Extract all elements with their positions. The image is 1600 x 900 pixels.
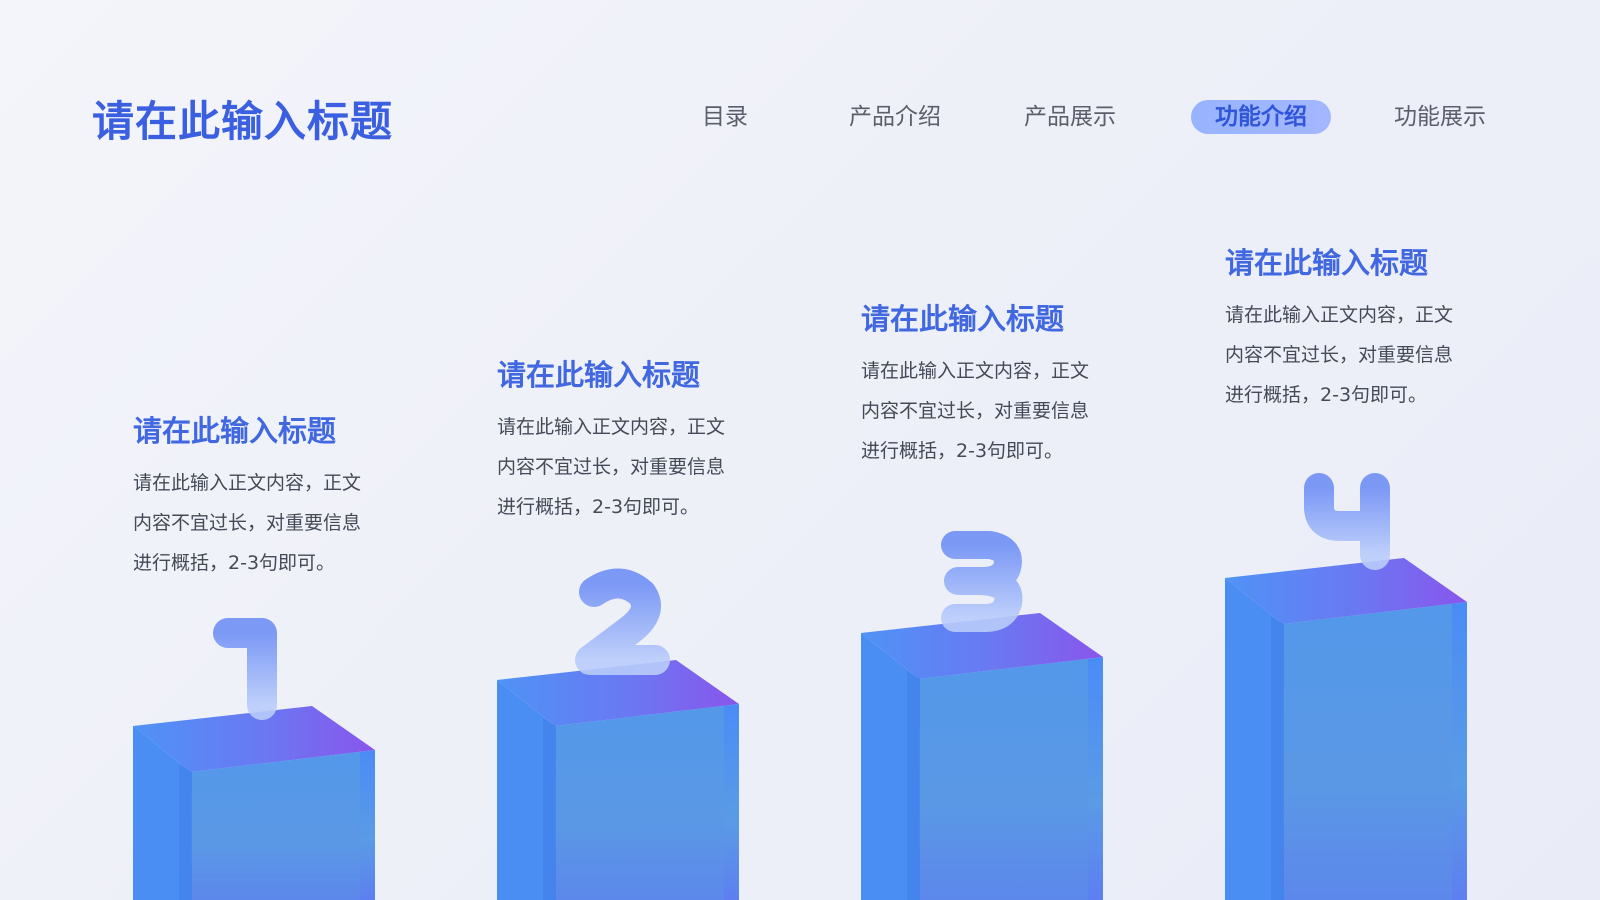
step-3-line-1: 请在此输入正文内容，正文 — [861, 360, 1090, 382]
step-1-line-1: 请在此输入正文内容，正文 — [133, 472, 362, 494]
pillar-2 — [497, 568, 739, 900]
step-1-body: 请在此输入正文内容，正文 内容不宜过长，对重要信息 进行概括，2-3句即可。 — [133, 463, 383, 583]
nav-item-product-show[interactable]: 产品展示 — [1024, 104, 1116, 130]
step-2-body: 请在此输入正文内容，正文 内容不宜过长，对重要信息 进行概括，2-3句即可。 — [497, 407, 747, 527]
step-2-line-3: 进行概括，2-3句即可。 — [497, 496, 700, 518]
nav-item-feature-show[interactable]: 功能展示 — [1394, 104, 1486, 130]
step-4-title: 请在此输入标题 — [1225, 246, 1429, 280]
step-3-line-2: 内容不宜过长，对重要信息 — [861, 400, 1090, 422]
step-3-body: 请在此输入正文内容，正文 内容不宜过长，对重要信息 进行概括，2-3句即可。 — [861, 351, 1111, 471]
nav-item-toc[interactable]: 目录 — [702, 104, 748, 130]
page-title: 请在此输入标题 — [92, 97, 394, 146]
step-4-line-3: 进行概括，2-3句即可。 — [1225, 384, 1428, 406]
step-1-title: 请在此输入标题 — [133, 414, 337, 448]
pillar-1 — [133, 618, 375, 900]
nav-item-product-intro[interactable]: 产品介绍 — [849, 104, 941, 130]
pillar-3 — [861, 531, 1103, 900]
step-4-line-1: 请在此输入正文内容，正文 — [1225, 304, 1454, 326]
step-1-line-2: 内容不宜过长，对重要信息 — [133, 512, 362, 534]
number-1-glyph — [213, 618, 277, 720]
step-1-line-3: 进行概括，2-3句即可。 — [133, 552, 336, 574]
number-4-glyph — [1304, 473, 1390, 570]
step-2-line-1: 请在此输入正文内容，正文 — [497, 416, 726, 438]
step-2-title: 请在此输入标题 — [497, 358, 701, 392]
number-3-glyph — [941, 531, 1023, 632]
pillar-4 — [1225, 473, 1467, 900]
step-4-line-2: 内容不宜过长，对重要信息 — [1225, 344, 1454, 366]
nav-item-feature-intro[interactable]: 功能介绍 — [1191, 100, 1331, 134]
step-3-title: 请在此输入标题 — [861, 302, 1065, 336]
top-nav: 目录 产品介绍 产品展示 功能介绍 功能展示 — [0, 100, 1600, 134]
step-3-line-3: 进行概括，2-3句即可。 — [861, 440, 1064, 462]
step-2-line-2: 内容不宜过长，对重要信息 — [497, 456, 726, 478]
step-4-body: 请在此输入正文内容，正文 内容不宜过长，对重要信息 进行概括，2-3句即可。 — [1225, 295, 1475, 415]
number-2-glyph — [575, 568, 670, 675]
